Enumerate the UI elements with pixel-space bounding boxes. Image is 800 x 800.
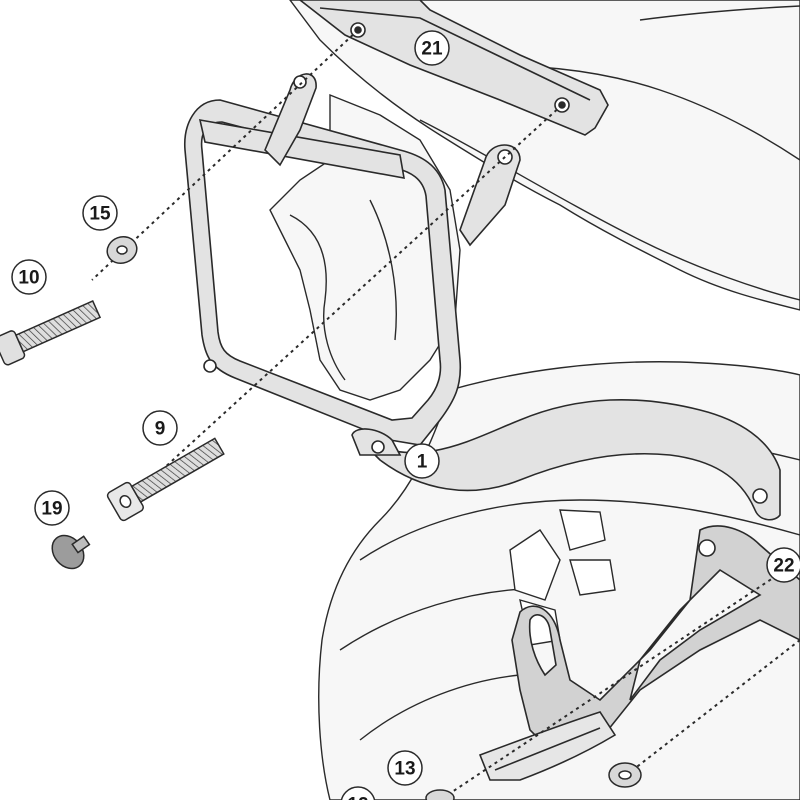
frame-loop bbox=[184, 99, 462, 446]
lower-bracket bbox=[478, 525, 800, 781]
washer-13 bbox=[608, 762, 642, 788]
washer-15 bbox=[106, 236, 138, 264]
callout-label-1: 1 bbox=[417, 452, 428, 473]
callout-label-10: 10 bbox=[18, 268, 39, 289]
callout-1: 1 bbox=[404, 443, 440, 479]
tail-panel-line-3 bbox=[419, 119, 800, 301]
bolt-9 bbox=[106, 437, 225, 522]
upper-mount-tab-right bbox=[459, 144, 521, 247]
rivet-cap-19 bbox=[51, 534, 91, 570]
side-case-frame bbox=[184, 73, 781, 521]
callout-label-22: 22 bbox=[773, 556, 794, 577]
motorcycle-body bbox=[269, 0, 800, 800]
callout-19: 19 bbox=[34, 490, 70, 526]
shroud-detail bbox=[289, 214, 346, 381]
callout-label-12: 12 bbox=[347, 795, 368, 800]
callout-12: 12 bbox=[340, 786, 376, 800]
callout-label-9: 9 bbox=[155, 419, 166, 440]
frame-left-stud bbox=[203, 359, 217, 373]
washer-12 bbox=[425, 789, 455, 800]
assembly-lines bbox=[91, 29, 800, 800]
callout-21: 21 bbox=[414, 30, 450, 66]
bolt-10 bbox=[0, 299, 102, 366]
callout-label-13: 13 bbox=[394, 759, 415, 780]
tail-panel-line bbox=[639, 5, 800, 21]
vent-slot-1 bbox=[509, 529, 561, 601]
seat-tail-panel bbox=[289, 0, 800, 311]
vent-slot-3 bbox=[569, 559, 616, 596]
fender-line-2 bbox=[359, 499, 800, 561]
callout-label-21: 21 bbox=[421, 39, 443, 60]
frame-top-tube bbox=[198, 119, 405, 179]
callout-label-15: 15 bbox=[89, 204, 111, 225]
vent-slot-2 bbox=[559, 509, 606, 551]
fender-line-4 bbox=[359, 674, 521, 741]
frame-lower-rail bbox=[359, 398, 781, 521]
callout-15: 15 bbox=[82, 195, 118, 231]
callout-9: 9 bbox=[142, 410, 178, 446]
callout-label-19: 19 bbox=[41, 499, 62, 520]
shroud-detail-2 bbox=[369, 199, 397, 341]
callout-13: 13 bbox=[387, 750, 423, 786]
callout-22: 22 bbox=[766, 547, 800, 583]
callout-10: 10 bbox=[11, 259, 47, 295]
